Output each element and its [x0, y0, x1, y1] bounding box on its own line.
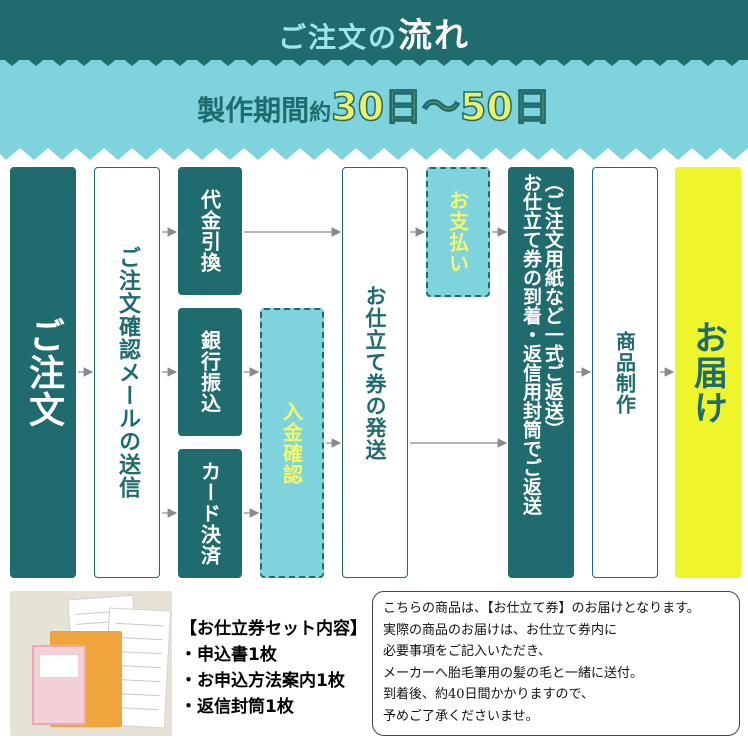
step-order: ご注文	[10, 167, 76, 578]
step-order-label: ご注文	[23, 317, 64, 428]
title-main: 流れ	[398, 16, 470, 56]
step-production: 商品制作	[592, 167, 658, 578]
ticket-set-photo	[10, 591, 172, 736]
notice-box: こちらの商品は、【お仕立て券】のお届けとなります。 実際の商品のお届けは、お仕立…	[372, 591, 740, 736]
set-item: ・お申込方法案内1枚	[180, 671, 345, 691]
set-item: ・申込書1枚	[180, 645, 277, 665]
step-ticket-shipping: お仕立て券の発送	[342, 167, 408, 578]
notice-line: メーカーへ胎毛筆用の髪の毛と一緒に送付。	[383, 665, 644, 681]
set-contents-title: 【お仕立券セット内容】	[180, 619, 367, 639]
step-payment-confirmation: 入金確認	[260, 308, 324, 578]
step-pay-label: お支払い	[445, 190, 470, 274]
step-deliver-label: お届け	[687, 320, 728, 425]
step-return-note: （ご注文用紙など一式ご返送）	[541, 173, 564, 439]
title-prefix: ご注文の	[277, 21, 398, 54]
page-title: ご注文の流れ	[0, 8, 748, 57]
step-return-label: お仕立て券の到着・返信用封筒でご返送	[520, 173, 542, 515]
notice-line: こちらの商品は、【お仕立て券】のお届けとなります。	[383, 601, 700, 616]
step-payment: お支払い	[426, 167, 490, 297]
notice-line: 必要事項をご記入いただき、	[383, 644, 552, 659]
step-mail-label: ご注文確認メールの送信	[115, 246, 140, 499]
payment-card: カード決済	[178, 449, 242, 578]
step-ticket-return: お仕立て券の到着・返信用封筒でご返送 （ご注文用紙など一式ご返送）	[508, 167, 574, 578]
header-sub-band	[0, 60, 748, 160]
notice-line: 実際の商品のお届けは、お仕立て券内に	[383, 622, 618, 638]
period-value: 30日〜50日	[330, 84, 551, 130]
step-confirmation-mail: ご注文確認メールの送信	[94, 167, 160, 578]
set-item: ・返信封筒1枚	[180, 697, 294, 717]
payment-card-label: カード決済	[197, 461, 222, 566]
step-confirm-label: 入金確認	[279, 401, 304, 485]
step-make-label: 商品制作	[612, 330, 637, 415]
payment-cod-label: 代金引換	[197, 189, 222, 273]
notice-line: 到着後、約40日間かかりますので、	[383, 687, 595, 702]
ticket-card-image	[32, 645, 86, 725]
payment-bank-label: 銀行振込	[197, 330, 222, 414]
period-label: 製作期間	[197, 94, 310, 127]
payment-bank-transfer: 銀行振込	[178, 308, 242, 436]
payment-cod: 代金引換	[178, 167, 242, 295]
notice-line: 予めご了承くださいませ。	[383, 708, 539, 724]
period-about: 約	[309, 101, 332, 126]
step-delivery: お届け	[675, 167, 741, 578]
step-ship-label: お仕立て券の発送	[363, 284, 387, 461]
production-period: 製作期間約30日〜50日	[0, 76, 748, 131]
